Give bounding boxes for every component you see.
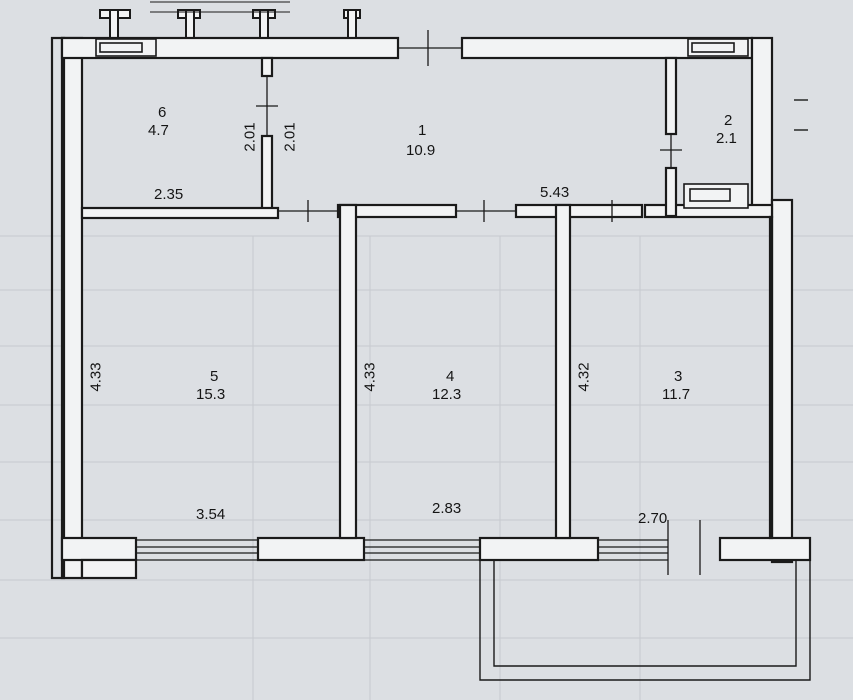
room-1-area: 10.9 bbox=[406, 142, 436, 159]
room-6-area: 4.7 bbox=[148, 122, 169, 139]
room-4-number: 4 bbox=[446, 368, 455, 385]
dim-room4-width: 2.83 bbox=[432, 500, 462, 517]
room-2-number: 2 bbox=[724, 112, 733, 129]
dim-room4-height: 4.33 bbox=[361, 362, 379, 392]
dim-room3-width: 2.70 bbox=[638, 510, 668, 527]
room-3-number: 3 bbox=[674, 368, 683, 385]
room-3-area: 11.7 bbox=[662, 386, 691, 403]
dim-room6-width: 2.35 bbox=[154, 186, 184, 203]
room-2-area: 2.1 bbox=[716, 130, 737, 147]
dim-room6-height: 2.01 bbox=[241, 122, 259, 152]
room-5-area: 15.3 bbox=[196, 386, 226, 403]
dim-room5-height: 4.33 bbox=[87, 362, 105, 392]
dim-room1-height: 2.01 bbox=[281, 122, 299, 152]
dim-room5-width: 3.54 bbox=[196, 506, 226, 523]
top-stubs bbox=[99, 1, 361, 39]
dim-corridor-width: 5.43 bbox=[540, 184, 570, 201]
balcony bbox=[479, 560, 811, 681]
windows-bottom bbox=[136, 520, 701, 575]
outer-wall-right-upper bbox=[750, 36, 774, 212]
room-5-number: 5 bbox=[210, 368, 219, 385]
room-6-number: 6 bbox=[158, 104, 167, 121]
dim-room3-height: 4.32 bbox=[575, 362, 593, 392]
room-4-area: 12.3 bbox=[432, 386, 462, 403]
background-grid bbox=[0, 235, 853, 700]
radiators bbox=[95, 38, 749, 209]
door-ticks bbox=[256, 30, 682, 222]
right-marks bbox=[794, 99, 808, 131]
room-1-number: 1 bbox=[418, 122, 427, 139]
outer-wall-right-lower bbox=[770, 198, 794, 564]
